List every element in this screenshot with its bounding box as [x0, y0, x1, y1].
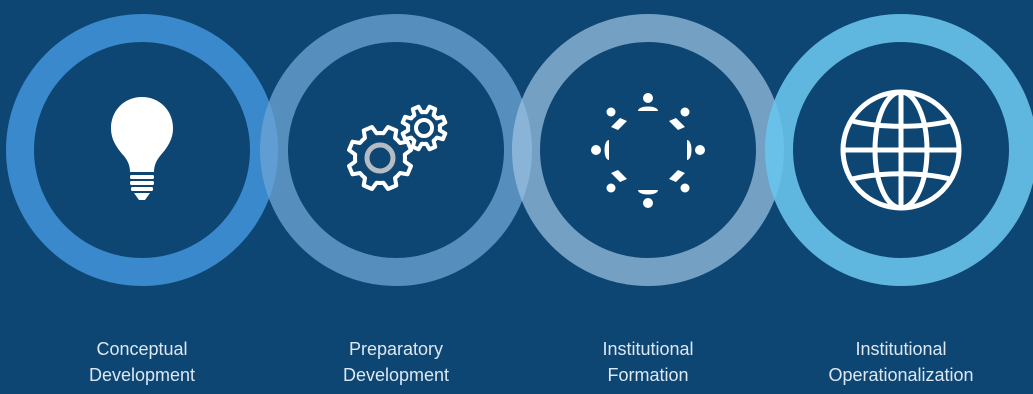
- globe-icon: [840, 89, 962, 211]
- stage-labels: Conceptual Development Preparatory Devel…: [0, 336, 1033, 394]
- stage-3-label-line1: Institutional: [602, 339, 694, 359]
- stage-3-ring-group: [512, 14, 784, 286]
- stage-2-label-line1: Preparatory: [348, 339, 444, 359]
- gear-small-outline: [400, 104, 448, 152]
- stage-4-label: Institutional Operationalization: [776, 336, 1026, 388]
- stage-rings: [6, 14, 1033, 286]
- stage-2-label: Preparatory Development: [271, 336, 521, 388]
- stage-1-label-line1: Conceptual: [96, 339, 188, 359]
- stage-1-label: Conceptual Development: [17, 336, 267, 388]
- stage-2-label-line2: Development: [342, 365, 450, 385]
- stage-3-ring: [512, 14, 784, 286]
- stage-2-ring-group: [260, 14, 532, 286]
- lightbulb-icon: [111, 97, 173, 200]
- stage-4-ring-group: [765, 14, 1033, 286]
- gear-big-hub: [364, 142, 396, 174]
- stage-4-label-line1: Institutional: [855, 339, 947, 359]
- stage-2-ring: [260, 14, 532, 286]
- gear-big-outline: [347, 125, 413, 191]
- stage-3-label: Institutional Formation: [523, 336, 773, 388]
- stage-4-ring: [765, 14, 1033, 286]
- stage-4-label-line2: Operationalization: [828, 365, 974, 385]
- stage-3-label-line2: Formation: [607, 365, 689, 385]
- gear-small-hub: [414, 118, 434, 138]
- stage-1-label-line2: Development: [88, 365, 196, 385]
- gears-icon: [347, 104, 448, 191]
- people-circle-icon: [591, 93, 705, 208]
